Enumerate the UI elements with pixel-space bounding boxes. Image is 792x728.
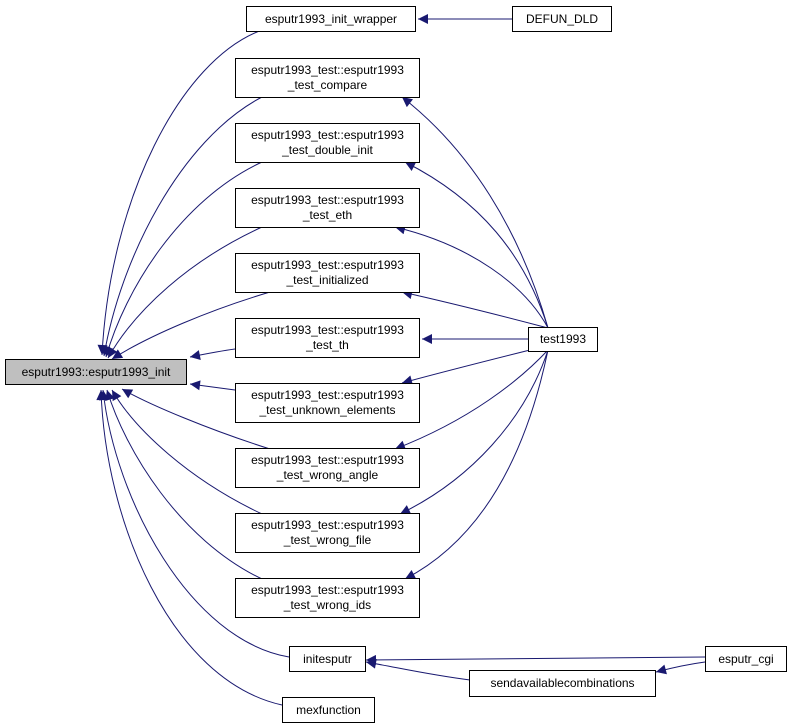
edge-init-wrapper-to-focus [97, 29, 263, 356]
node-label: test1993 [539, 332, 587, 346]
node-test-eth[interactable]: esputr1993_test::esputr1993 _test_eth [235, 188, 420, 228]
edge-test-unknown-elements-to-focus [189, 380, 236, 391]
node-label-line2: _test_initialized [286, 273, 369, 287]
edge-test1993-to-test-double-init [404, 161, 549, 329]
node-init-wrapper[interactable]: esputr1993_init_wrapper [246, 6, 416, 32]
node-label: esputr1993_init_wrapper [264, 11, 398, 26]
node-label-line1: esputr1993_test::esputr1993 [251, 453, 404, 467]
edge-test-eth-to-focus [107, 226, 263, 359]
node-label-line1: esputr1993_test::esputr1993 [251, 63, 404, 77]
node-test-double-init[interactable]: esputr1993_test::esputr1993 _test_double… [235, 123, 420, 163]
edge-test-wrong-angle-to-focus [121, 388, 271, 450]
node-label: esputr_cgi [718, 651, 774, 666]
node-label-line1: esputr1993_test::esputr1993 [251, 193, 404, 207]
edge-test1993-to-test-wrong-ids [404, 349, 549, 580]
node-label-line1: esputr1993_test::esputr1993 [251, 323, 404, 337]
node-label-line2: _test_th [306, 338, 349, 352]
edge-test-wrong-file-to-focus [111, 389, 263, 515]
node-test1993[interactable]: test1993 [528, 327, 598, 352]
edge-initesputr-to-focus [99, 389, 290, 658]
node-esputr-cgi[interactable]: esputr_cgi [705, 646, 787, 672]
edge-test1993-to-test-wrong-file [399, 349, 549, 515]
node-label-line2: _test_double_init [282, 143, 373, 157]
node-label: DEFUN_DLD [525, 11, 598, 26]
node-esputr1993-init: esputr1993::esputr1993_init [5, 359, 187, 385]
edge-sendavailablecombinations-to-initesputr [365, 658, 471, 681]
node-test-wrong-file[interactable]: esputr1993_test::esputr1993 _test_wrong_… [235, 513, 420, 553]
edge-esputr-cgi-to-sendavailablecombinations [655, 661, 706, 675]
edge-test-double-init-to-focus [103, 161, 263, 358]
edge-test1993-to-test-compare [401, 96, 549, 329]
node-initesputr[interactable]: initesputr [289, 646, 366, 672]
node-label: mexfunction [296, 702, 361, 717]
node-test-wrong-angle[interactable]: esputr1993_test::esputr1993 _test_wrong_… [235, 448, 420, 488]
edge-test-th-to-focus [189, 348, 236, 360]
node-label-line1: esputr1993_test::esputr1993 [251, 128, 404, 142]
node-label-line1: esputr1993_test::esputr1993 [251, 583, 404, 597]
edge-test-initialized-to-focus [111, 291, 271, 360]
edge-test1993-to-test-unknown-elements [401, 349, 531, 386]
edge-mexfunction-to-focus [96, 389, 283, 706]
node-test-unknown-elements[interactable]: esputr1993_test::esputr1993 _test_unknow… [235, 383, 420, 423]
node-sendavailablecombinations[interactable]: sendavailablecombinations [469, 670, 656, 697]
node-defun-dld[interactable]: DEFUN_DLD [512, 6, 612, 32]
edge-test1993-to-test-eth [394, 224, 549, 329]
edge-test1993-to-test-initialized [401, 289, 549, 329]
node-mexfunction[interactable]: mexfunction [282, 697, 375, 723]
edge-test-compare-to-focus [100, 96, 263, 357]
node-label-line1: esputr1993_test::esputr1993 [251, 388, 404, 402]
node-label-line2: _test_unknown_elements [259, 403, 396, 417]
node-test-initialized[interactable]: esputr1993_test::esputr1993 _test_initia… [235, 253, 420, 293]
node-label-line1: esputr1993_test::esputr1993 [251, 518, 404, 532]
node-label: sendavailablecombinations [490, 676, 635, 690]
node-label: initesputr [303, 651, 352, 666]
node-test-compare[interactable]: esputr1993_test::esputr1993 _test_compar… [235, 58, 420, 98]
node-label-line2: _test_wrong_ids [283, 598, 372, 612]
node-test-wrong-ids[interactable]: esputr1993_test::esputr1993 _test_wrong_… [235, 578, 420, 618]
node-label-line2: _test_compare [287, 78, 368, 92]
node-label-line2: _test_wrong_angle [276, 468, 379, 482]
edge-esputr-cgi-to-initesputr [365, 654, 706, 665]
edge-test-wrong-ids-to-focus [105, 389, 263, 580]
node-label-line2: _test_wrong_file [283, 533, 372, 547]
node-test-th[interactable]: esputr1993_test::esputr1993 _test_th [235, 318, 420, 358]
node-label-line2: _test_eth [302, 208, 353, 222]
node-label-line1: esputr1993_test::esputr1993 [251, 258, 404, 272]
node-label: esputr1993::esputr1993_init [21, 364, 171, 379]
edge-test1993-to-test-wrong-angle [394, 349, 549, 451]
